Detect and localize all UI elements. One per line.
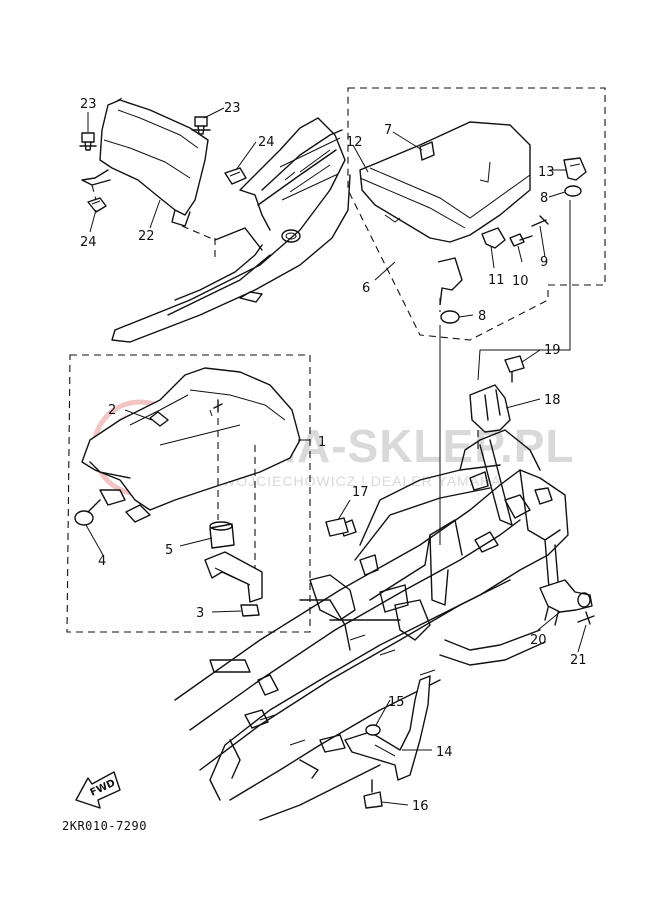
callout-15: 15: [388, 695, 405, 710]
callout-9: 9: [540, 255, 548, 270]
callout-12: 12: [346, 135, 363, 150]
seat-bracket: [204, 551, 263, 603]
callout-24-right: 24: [258, 135, 275, 150]
grommet-17: [325, 517, 349, 537]
helmet-holder-20: [539, 579, 593, 613]
seat-stud-4: [74, 499, 101, 526]
leader-lines: [85, 107, 587, 806]
callout-16: 16: [412, 799, 429, 814]
diagram-code: 2KR010-7290: [62, 819, 147, 833]
bolt-19: [504, 355, 525, 383]
callout-13: 13: [538, 165, 555, 180]
bolt-23-right: [191, 116, 211, 135]
callout-8-bottom: 8: [478, 309, 486, 324]
bracket-13: [563, 157, 587, 181]
callout-21: 21: [570, 653, 587, 668]
tool-bracket: [437, 257, 463, 312]
callout-19: 19: [544, 343, 561, 358]
callout-8-top: 8: [540, 191, 548, 206]
callout-7: 7: [384, 123, 392, 138]
grommet-8-bottom: [440, 310, 460, 324]
tail-panel-22: [81, 97, 216, 241]
frame: [174, 429, 569, 821]
callout-24-left: 24: [80, 235, 97, 250]
callout-6: 6: [362, 281, 370, 296]
callout-18: 18: [544, 393, 561, 408]
grommet-8-top: [564, 185, 582, 197]
clip-11: [481, 227, 506, 249]
callout-20: 20: [530, 633, 547, 648]
callout-23-right: 23: [224, 101, 241, 116]
grommet-24-left: [87, 197, 107, 213]
seat-1: [81, 367, 301, 590]
nut-3: [240, 604, 260, 617]
callout-14: 14: [436, 745, 453, 760]
bolt-16: [363, 779, 383, 809]
stay-14: [344, 675, 431, 781]
callout-17: 17: [352, 485, 369, 500]
callout-3: 3: [196, 606, 204, 621]
callout-2: 2: [108, 403, 116, 418]
lock-bracket-18: [469, 384, 511, 450]
bolt-10: [509, 233, 533, 247]
screw-21: [577, 611, 595, 625]
callout-23-left: 23: [80, 97, 97, 112]
callouts: 23 23 24 24 22 7 12 13 8 9 10 11 6 8 19 …: [80, 97, 587, 814]
callout-22: 22: [138, 229, 155, 244]
tool-case-12: [359, 121, 531, 243]
damper-5: [209, 521, 235, 549]
callout-11: 11: [488, 273, 505, 288]
grommet-24-right: [224, 167, 247, 185]
screw-9: [531, 215, 549, 227]
bolt-23-left: [79, 132, 97, 151]
callout-1: 1: [318, 435, 326, 450]
seat-assembly-box: [66, 354, 311, 633]
fwd-arrow-icon: FWD: [75, 771, 121, 809]
toolbox-assembly-box: [347, 87, 606, 341]
callout-5: 5: [165, 543, 173, 558]
bolt-15: [365, 724, 381, 736]
callout-4: 4: [98, 554, 106, 569]
rear-cowl: [111, 117, 351, 343]
callout-10: 10: [512, 274, 529, 289]
